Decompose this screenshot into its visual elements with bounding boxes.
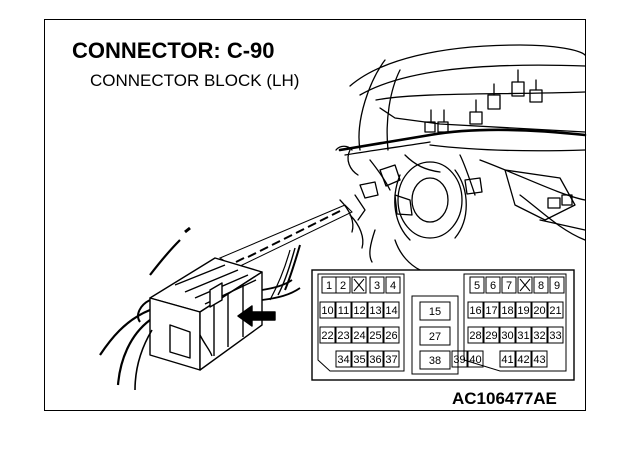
pin-number: 11	[338, 305, 349, 317]
pin-cell	[383, 326, 400, 344]
pin-number: 17	[485, 305, 497, 317]
pin-number: 39	[453, 354, 465, 366]
pin-cell	[531, 350, 548, 368]
pin-number: 3	[374, 280, 380, 292]
pin-cell	[515, 326, 532, 344]
pin-number: 5	[474, 280, 480, 292]
pin-number: 31	[517, 330, 529, 342]
pin-number: 1	[326, 280, 332, 292]
empty-cavity-mark	[519, 278, 531, 292]
pin-number: 2	[340, 280, 346, 292]
pin-number: 40	[469, 354, 481, 366]
pin-cell	[469, 276, 485, 294]
pin-number: 28	[469, 330, 481, 342]
pin-cell	[367, 350, 384, 368]
connector-subtitle: CONNECTOR BLOCK (LH)	[90, 71, 300, 90]
pin-cell	[351, 326, 368, 344]
pin-number: 38	[429, 355, 441, 367]
pin-number: 37	[385, 354, 397, 366]
pin-cell	[467, 301, 484, 319]
pin-number: 24	[353, 330, 365, 342]
pin-cell	[319, 301, 336, 319]
pin-cell	[499, 350, 516, 368]
pin-cell	[369, 276, 385, 294]
pin-number: 33	[549, 330, 561, 342]
pin-number: 26	[385, 330, 397, 342]
pin-number: 27	[429, 331, 441, 343]
pin-number: 8	[538, 280, 544, 292]
pin-number: 36	[369, 354, 381, 366]
pin-number: 7	[506, 280, 512, 292]
pin-cell	[419, 326, 451, 346]
pin-cell	[383, 301, 400, 319]
pin-number: 15	[429, 306, 441, 318]
connector-face-outline	[317, 273, 567, 372]
pin-cell	[515, 350, 532, 368]
pin-number: 41	[501, 354, 513, 366]
pin-number: 34	[337, 354, 349, 366]
pin-number: 32	[533, 330, 545, 342]
pin-cell	[385, 276, 401, 294]
pin-cell	[367, 326, 384, 344]
pin-cell	[319, 326, 336, 344]
pin-number: 10	[321, 305, 333, 317]
pin-number: 16	[469, 305, 481, 317]
pin-cell	[335, 350, 352, 368]
pin-cell	[351, 301, 368, 319]
pin-cell	[501, 276, 517, 294]
empty-cavity-mark	[353, 278, 365, 292]
pin-number: 35	[353, 354, 365, 366]
pin-cell	[335, 301, 352, 319]
location-pointer	[218, 204, 353, 269]
pin-number: 29	[485, 330, 497, 342]
pin-cell	[499, 326, 516, 344]
pin-cell	[531, 326, 548, 344]
pin-number: 6	[490, 280, 496, 292]
pin-cell	[533, 276, 549, 294]
pin-number: 19	[517, 305, 529, 317]
pin-cell	[367, 301, 384, 319]
dashboard-illustration	[335, 44, 587, 271]
pin-number: 18	[501, 305, 513, 317]
pin-cell	[499, 301, 516, 319]
pin-number: 21	[549, 305, 561, 317]
pin-cell	[451, 350, 468, 368]
figure-id: AC106477AE	[452, 389, 557, 408]
pin-number: 25	[369, 330, 381, 342]
pin-cell	[515, 301, 532, 319]
pin-cell	[547, 326, 564, 344]
pin-number: 9	[554, 280, 560, 292]
pin-cell	[549, 276, 565, 294]
connector-block-illustration	[99, 226, 301, 391]
pin-cell	[467, 350, 484, 368]
pin-cell	[483, 301, 500, 319]
pin-cell	[483, 326, 500, 344]
pin-number: 4	[390, 280, 396, 292]
pin-number: 20	[533, 305, 545, 317]
pin-cell	[485, 276, 501, 294]
pin-cell	[419, 301, 451, 321]
pin-number: 43	[533, 354, 545, 366]
pin-number: 22	[321, 330, 333, 342]
pin-cell	[547, 301, 564, 319]
pin-number: 13	[369, 305, 381, 317]
pin-number: 12	[353, 305, 365, 317]
pin-cell	[335, 326, 352, 344]
pin-number: 14	[385, 305, 397, 317]
pin-cell	[335, 276, 351, 294]
pin-cell	[383, 350, 400, 368]
connector-title: CONNECTOR: C-90	[72, 38, 275, 63]
pin-cell	[467, 326, 484, 344]
pin-number: 42	[517, 354, 529, 366]
center-cavity-outline	[411, 295, 459, 375]
pin-number: 30	[501, 330, 513, 342]
pin-cell	[531, 301, 548, 319]
diagram-frame	[44, 19, 586, 411]
pin-number: 23	[337, 330, 349, 342]
pin-cell	[351, 350, 368, 368]
pin-cell	[419, 350, 451, 370]
